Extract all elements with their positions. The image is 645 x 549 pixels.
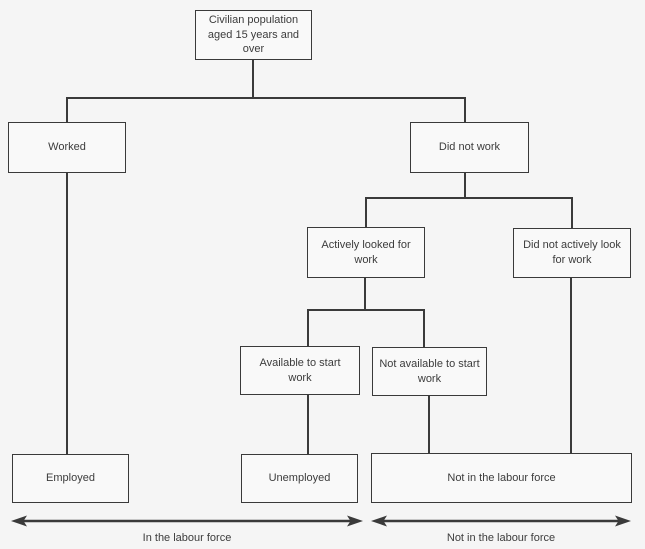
node-actively-looked-for-work: Actively looked for work [307,227,425,278]
connector-to-available [307,309,309,346]
connector-to-not-available [423,309,425,347]
connector-level1-branch [66,97,466,99]
node-label: Worked [48,141,86,154]
in-labour-force-arrow [11,515,363,527]
not-in-labour-force-label: Not in the labour force [446,532,556,544]
node-available-to-start-work: Available to start work [240,346,360,395]
connector-available-to-unemployed [307,395,309,454]
node-worked: Worked [8,122,126,173]
node-label: Did not actively look for work [523,239,621,266]
connector-to-actively-looked [365,197,367,227]
connector-root-down [252,59,254,98]
node-not-available-to-start-work: Not available to start work [372,347,487,396]
connector-did-not-work-down [464,172,466,199]
node-label: Employed [46,472,95,485]
connector-did-not-actively-to-not-in-lf [570,278,572,453]
not-in-labour-force-arrow [371,515,631,527]
node-unemployed: Unemployed [241,454,358,503]
node-civilian-population: Civilian population aged 15 years and ov… [195,10,312,60]
node-did-not-actively-look: Did not actively look for work [513,228,631,278]
node-label: Actively looked for work [321,238,411,266]
node-label: Available to start work [259,356,341,384]
connector-to-did-not-actively [571,197,573,228]
connector-worked-to-employed [66,172,68,454]
connector-to-worked [66,97,68,122]
connector-actively-looked-down [364,277,366,311]
node-did-not-work: Did not work [410,122,529,173]
node-label: Civilian population aged 15 years and ov… [207,14,300,56]
node-not-in-labour-force: Not in the labour force [371,453,632,503]
in-labour-force-label: In the labour force [142,532,232,544]
node-employed: Employed [12,454,129,503]
node-label: Did not work [438,141,501,154]
node-label: Not available to start work [379,357,480,385]
connector-level2-branch [365,197,573,199]
node-label: Unemployed [268,472,331,485]
node-label: Not in the labour force [447,471,556,484]
connector-not-available-to-not-in-lf [428,396,430,453]
connector-to-did-not-work [464,97,466,122]
connector-level3-branch [307,309,425,311]
